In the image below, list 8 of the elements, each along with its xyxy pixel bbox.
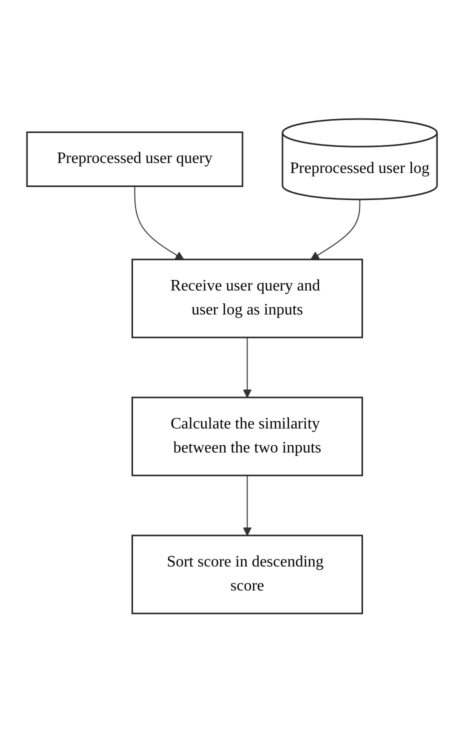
arrow <box>243 475 252 536</box>
arrow <box>310 199 361 260</box>
arrow <box>134 186 185 260</box>
node-box: Preprocessed user query <box>26 132 244 188</box>
arrow <box>243 337 252 398</box>
node-box: Calculate the similarity between the two inputs <box>132 396 364 476</box>
node-box: Receive user query and user log as inputs <box>132 258 364 338</box>
node-box: Sort score in descending score <box>132 534 364 614</box>
